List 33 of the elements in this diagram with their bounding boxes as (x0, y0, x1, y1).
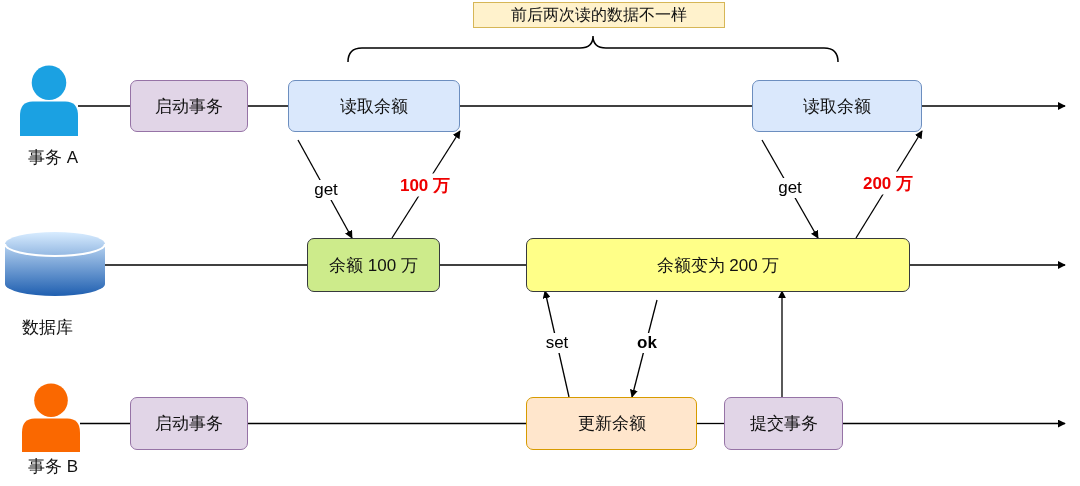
process-box: 读取余额 (752, 80, 922, 132)
arrow (909, 261, 1066, 269)
process-box: 读取余额 (288, 80, 460, 132)
process-box: 余额 100 万 (307, 238, 440, 292)
connector-line (77, 105, 131, 107)
process-box: 启动事务 (130, 397, 248, 450)
connector-line (247, 422, 527, 425)
arrow (778, 290, 786, 398)
connector-line (696, 422, 725, 425)
process-box: 余额变为 200 万 (526, 238, 910, 292)
edge-label: 200 万 (860, 171, 916, 195)
node-caption: 数据库 (22, 317, 73, 339)
database-icon (5, 232, 105, 296)
edge-label: get (312, 180, 340, 200)
process-box: 提交事务 (724, 397, 843, 450)
node-caption: 事务 A (28, 147, 79, 169)
connector-line (104, 264, 308, 266)
connector-line (247, 105, 289, 107)
connector-line (79, 422, 131, 425)
person-icon (20, 64, 78, 136)
edge-label: get (776, 178, 804, 198)
arrow (842, 419, 1066, 428)
connector-line (459, 105, 753, 107)
process-box: 启动事务 (130, 80, 248, 132)
connector-line (439, 264, 527, 266)
process-box: 更新余额 (526, 397, 697, 450)
node-caption: 事务 B (28, 456, 79, 478)
person-icon (22, 382, 80, 452)
edge-label: ok (635, 333, 659, 353)
highlight-note: 前后两次读的数据不一样 (473, 2, 725, 28)
edge-label: set (543, 333, 571, 353)
arrow (921, 102, 1066, 110)
arrow (629, 299, 658, 398)
